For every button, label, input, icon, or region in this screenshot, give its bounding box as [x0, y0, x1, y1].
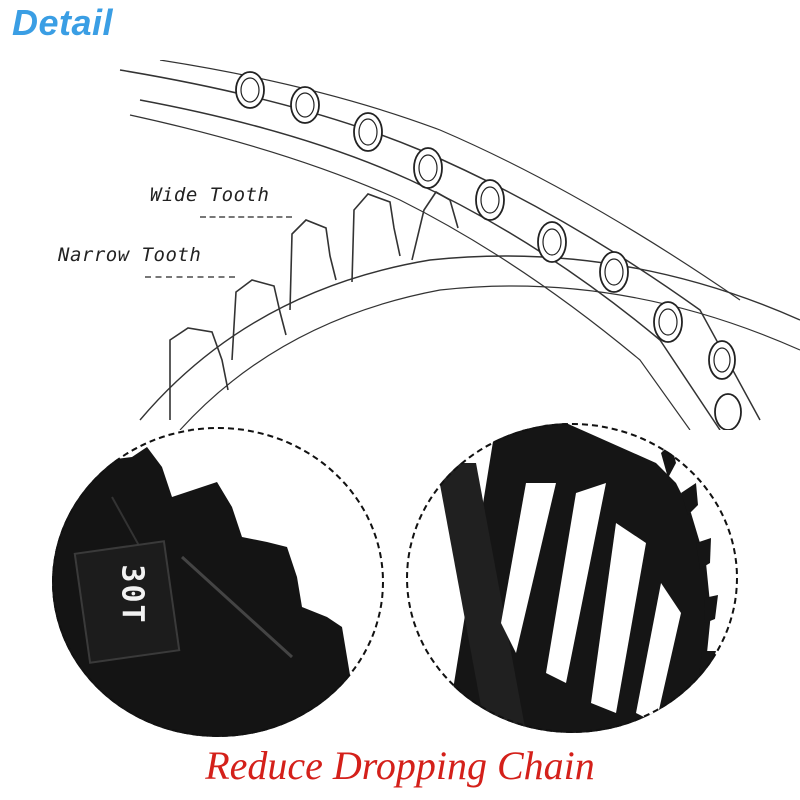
detail-spokes-closeup [406, 423, 738, 733]
chain-sketch [119, 60, 800, 430]
caption-text: Reduce Dropping Chain [205, 743, 595, 788]
detail-teeth-closeup: 30T [52, 427, 384, 737]
wide-tooth-underline [200, 216, 292, 218]
narrow-tooth-label: Narrow Tooth [58, 244, 202, 266]
wide-tooth-label: Wide Tooth [150, 184, 270, 206]
engraving-30t: 30T [114, 564, 150, 625]
header-title: Detail [12, 2, 114, 43]
narrow-tooth-underline [145, 276, 235, 278]
